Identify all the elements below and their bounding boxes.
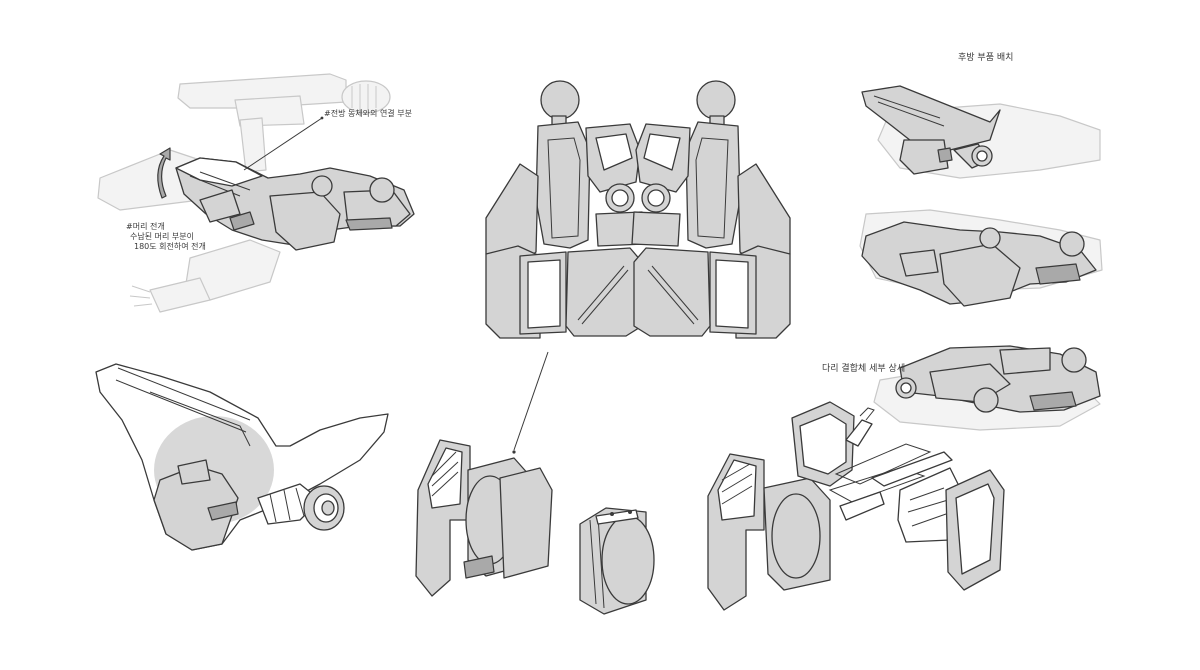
- rear-view-2: [859, 209, 1103, 307]
- exploded-part-a: [415, 439, 553, 597]
- center-chest-assembly: [485, 80, 791, 454]
- head-deploy-title: #머리 전개: [126, 222, 165, 231]
- head-deploy-line1: 수납된 머리 부분이: [130, 232, 194, 241]
- ghost-front-body: [97, 73, 391, 313]
- front-connection-label: #전방 동체와의 연결 부분: [324, 109, 412, 118]
- leg-joint-exploded: [707, 401, 1005, 611]
- rear-view-3: [873, 345, 1101, 431]
- exploded-part-b: [579, 507, 655, 615]
- top-left-assembly: [97, 73, 415, 313]
- rear-parts-label: 후방 부품 배치: [958, 53, 1014, 63]
- rear-view-1: [861, 85, 1101, 179]
- leg-detail-label: 다리 결합체 세부 상세: [822, 364, 906, 374]
- head-deploy-line2: 180도 회전하여 전개: [134, 242, 206, 251]
- closeup-unit: [95, 363, 389, 551]
